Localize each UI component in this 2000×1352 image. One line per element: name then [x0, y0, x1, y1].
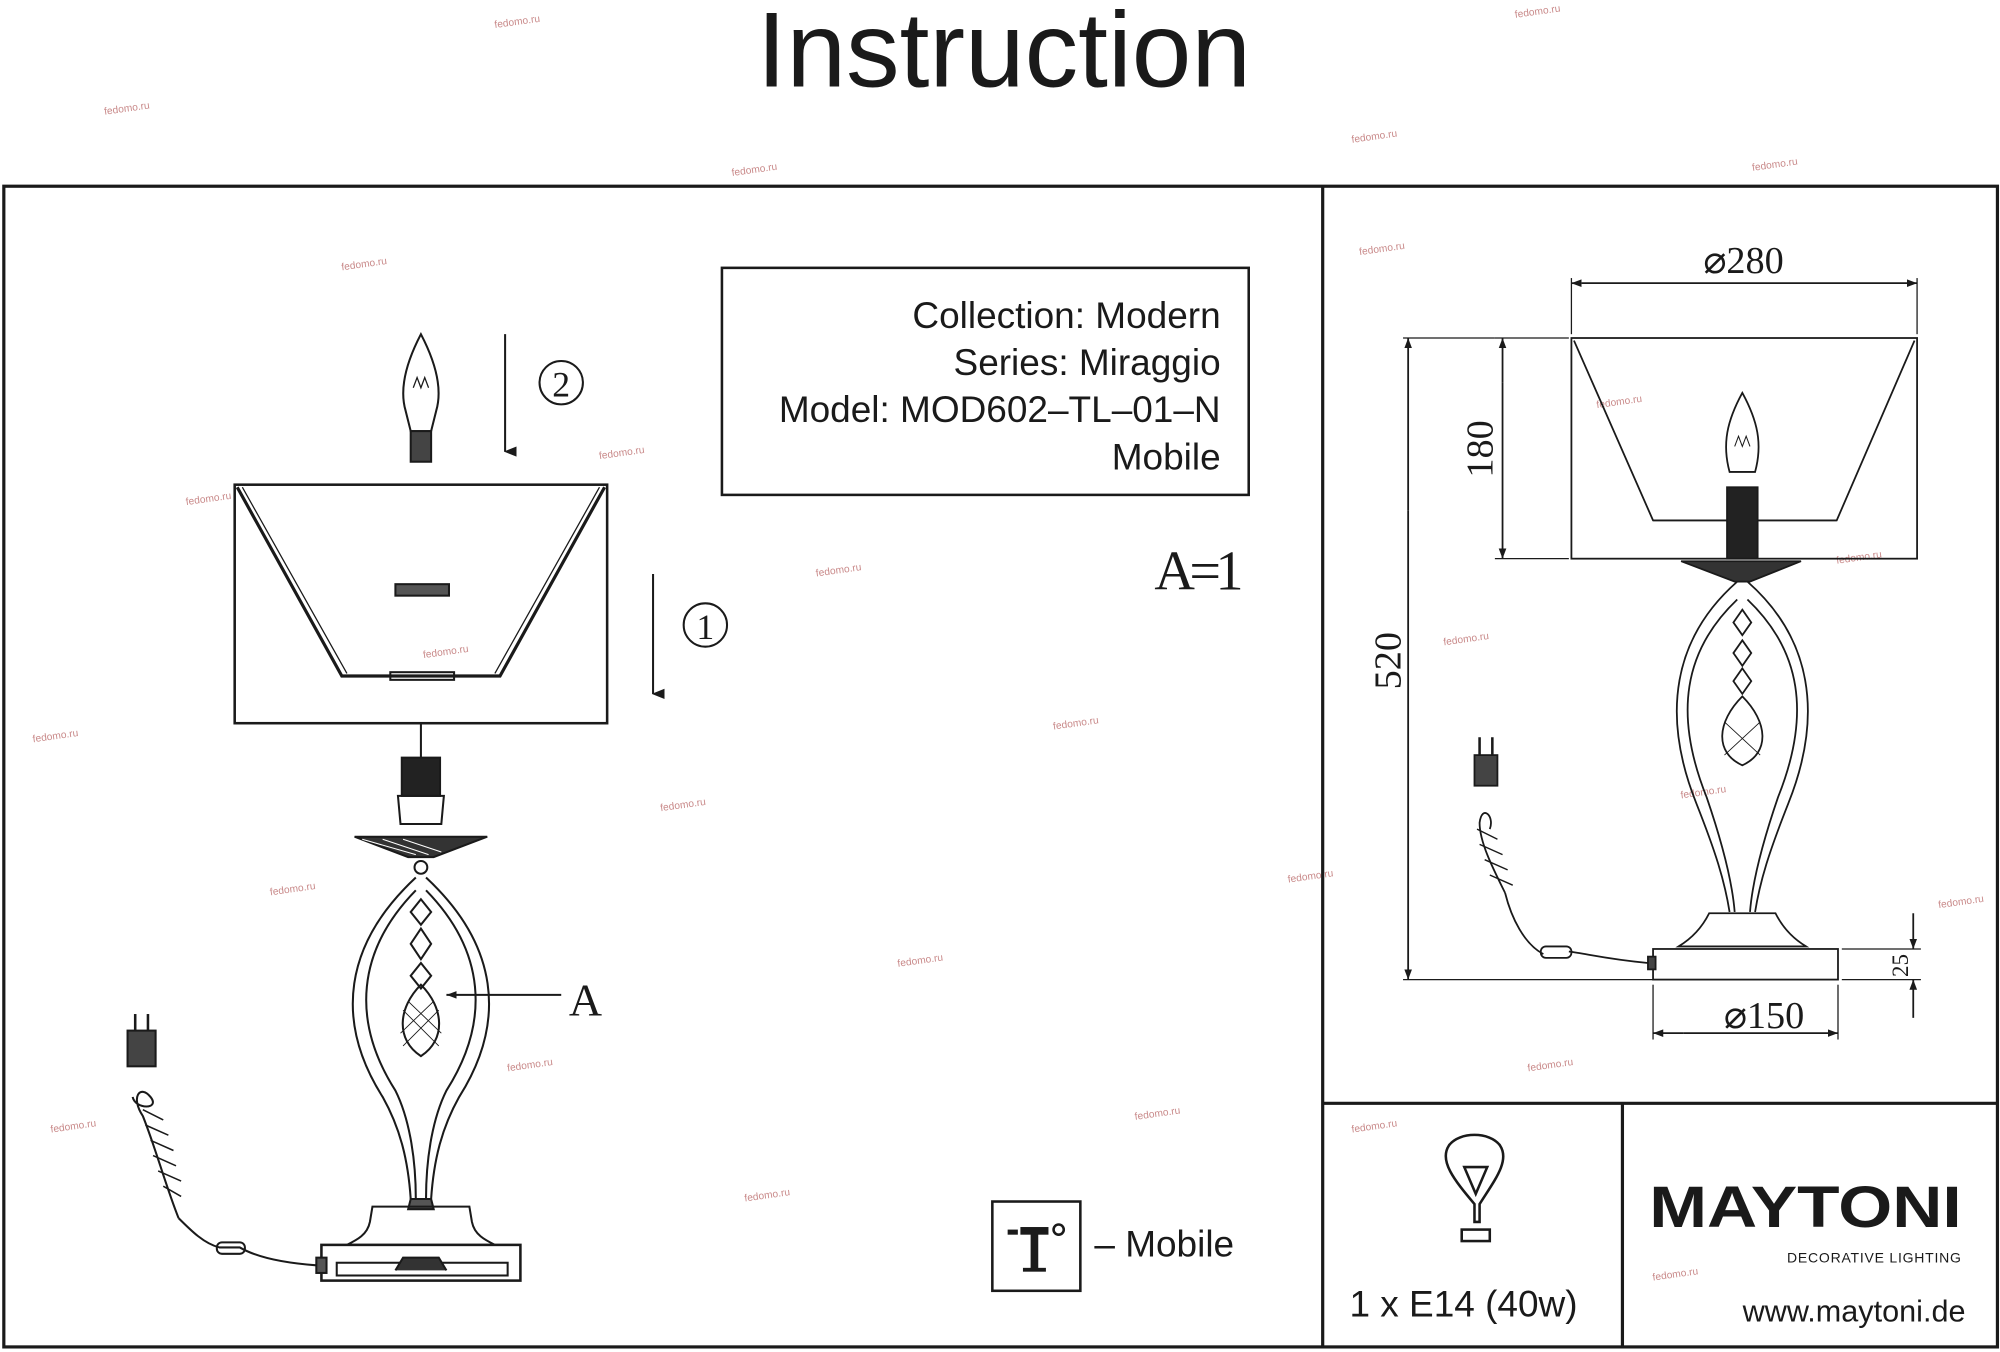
series-text: Series: Miraggio [954, 342, 1221, 383]
watermark: fedomo.ru [341, 256, 388, 273]
watermark: fedomo.ru [103, 100, 150, 117]
watermark: fedomo.ru [1751, 157, 1798, 174]
plug-icon [1007, 1223, 1066, 1272]
base-height-label: 25 [1888, 954, 1913, 977]
watermark: fedomo.ru [1287, 868, 1334, 885]
watermark: fedomo.ru [598, 445, 645, 462]
brand-website: www.maytoni.de [1742, 1294, 1966, 1328]
watermark: fedomo.ru [1351, 1118, 1398, 1135]
mobile-label: – Mobile [1094, 1223, 1234, 1264]
watermark: fedomo.ru [50, 1118, 97, 1135]
step-circle [538, 359, 584, 406]
watermark: fedomo.ru [897, 953, 944, 970]
watermark: fedomo.ru [422, 644, 469, 661]
watermark: fedomo.ru [494, 14, 541, 31]
type-text: Mobile [1112, 436, 1221, 477]
watermark: fedomo.ru [731, 162, 778, 179]
mobile-legend: – Mobile [991, 1200, 1234, 1293]
candle-bulb-icon [402, 331, 440, 463]
step-1-number: 1 [696, 607, 714, 647]
watermark: fedomo.ru [269, 881, 316, 898]
light-bulb-icon [1444, 1133, 1505, 1243]
part-a-label: A [569, 974, 602, 1025]
total-height-label: 520 [1367, 632, 1409, 689]
watermark: fedomo.ru [1652, 1266, 1699, 1283]
watermark: fedomo.ru [815, 562, 862, 579]
model-text: Model: MOD602–TL–01–N [779, 389, 1221, 430]
watermark: fedomo.ru [1359, 241, 1406, 258]
watermark: fedomo.ru [1052, 715, 1099, 732]
brand-tagline: DECORATIVE LIGHTING [1787, 1250, 1962, 1266]
watermark: fedomo.ru [1596, 394, 1643, 411]
watermark: fedomo.ru [1514, 4, 1561, 21]
watermark: fedomo.ru [185, 491, 232, 508]
base-diameter-label: ⌀150 [1724, 995, 1804, 1037]
watermark: fedomo.ru [1527, 1057, 1574, 1074]
assembly-drawing [126, 331, 729, 1282]
part-count: A=1 [1154, 540, 1243, 602]
product-info-box: Collection: Modern Series: Miraggio Mode… [720, 266, 1250, 497]
watermarks: fedomo.ru fedomo.ru fedomo.ru fedomo.ru … [32, 4, 1985, 1284]
collection-text: Collection: Modern [912, 295, 1220, 336]
watermark: fedomo.ru [1351, 129, 1398, 146]
brand-logo: MAYTONI [1649, 1175, 1961, 1240]
watermark: fedomo.ru [1443, 631, 1490, 648]
watermark: fedomo.ru [744, 1187, 791, 1204]
watermark: fedomo.ru [32, 728, 79, 745]
shade-diameter-label: ⌀280 [1703, 240, 1783, 282]
bulb-spec-text: 1 x E14 (40w) [1349, 1283, 1577, 1324]
watermark: fedomo.ru [1134, 1106, 1181, 1123]
watermark: fedomo.ru [1938, 894, 1985, 911]
frame [2, 184, 2000, 1349]
watermark: fedomo.ru [660, 797, 707, 814]
page-title: Instruction [757, 0, 1251, 110]
shade-height-label: 180 [1459, 420, 1501, 477]
step-circle [682, 602, 729, 648]
step-2-number: 2 [552, 365, 570, 405]
dimension-drawing [1403, 278, 1921, 1040]
watermark: fedomo.ru [507, 1057, 554, 1074]
